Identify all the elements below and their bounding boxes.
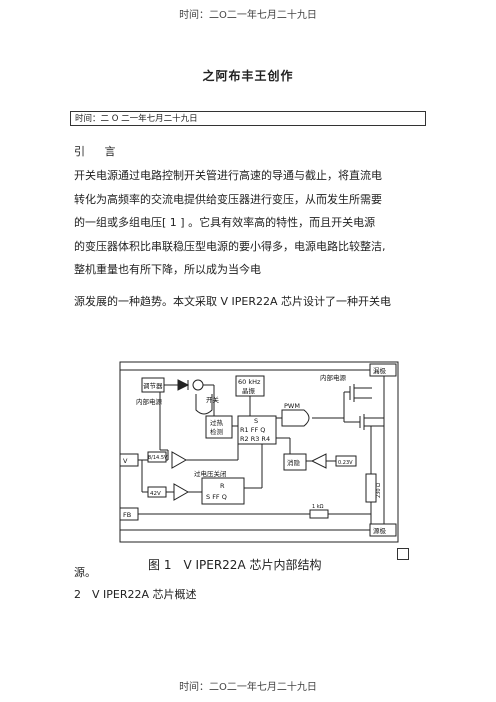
overheat-block: [205, 415, 233, 439]
internal-supply2-label: 内部电源: [136, 397, 163, 406]
intro-paragraph: 开关电源通过电路控制开关管进行高速的导通与截止，将直流电 转化为高频率的交流电提…: [74, 164, 430, 282]
ff-r2-label: R2 R3 R4: [240, 435, 270, 443]
uvlo-block: [147, 451, 167, 463]
paragraph-line: 开关电源通过电路控制开关管进行高速的导通与截止，将直流电: [74, 169, 382, 182]
regulator-label: 调节器: [143, 381, 163, 390]
figure-caption: 图 1 V IPER22A 芯片内部结构: [148, 558, 322, 572]
uvlo-comparator: [171, 451, 188, 469]
chip-outline: [119, 361, 399, 543]
r1k-label: 1 kΩ: [312, 504, 324, 510]
ff-s-label: S: [254, 417, 258, 425]
section-heading: 2 V IPER22A 芯片概述: [74, 588, 197, 601]
viper22a-block-diagram: 漏极 内部电源 开关 调节器 内部电源 60 kHz 晶振 过热 检测 S R1…: [119, 361, 399, 543]
v023-label: 0.23V: [338, 460, 353, 466]
osc2-label: 晶振: [242, 386, 256, 395]
uvlo-label: 8/14.5V: [148, 455, 168, 461]
page-footer: 时间：二O二一年七月二十九日: [179, 682, 317, 693]
vdd-label: V: [123, 457, 128, 465]
time-box: 时间：二 O 二一年七月二十九日: [70, 111, 426, 126]
pwm-gate: [281, 409, 310, 427]
osc-label: 60 kHz: [238, 378, 261, 386]
fb-pin: [119, 507, 139, 521]
author-line: 之阿布丰王创作: [202, 69, 294, 83]
paragraph-line: 的变压器体积比串联稳压型电源的要小得多，电源电路比较整洁,: [74, 239, 386, 253]
current-comparator: [310, 453, 327, 469]
page-header: 时间：二O二一年七月二十九日: [179, 10, 317, 21]
switch-label: 开关: [206, 395, 220, 404]
blank-label: 消隐: [287, 458, 301, 467]
ff-r-label: R1 FF Q: [240, 426, 265, 434]
overheat-label: 过热: [210, 418, 224, 427]
ovp-comparator: [173, 483, 190, 501]
v42-label: 42V: [150, 491, 161, 497]
ff2-r-label: R: [220, 482, 225, 490]
ff2-block: [201, 477, 245, 505]
internal-supply-label: 内部电源: [320, 373, 347, 382]
blank-block: [283, 453, 307, 471]
paragraph-line: 整机重量也有所下降，所以成为当今电: [74, 263, 261, 276]
corner-mark: [397, 548, 409, 560]
fb-label: FB: [123, 511, 131, 519]
drain-label: 漏极: [373, 366, 387, 375]
diode-symbol: [177, 379, 190, 391]
paragraph-2: 源发展的一种趋势。本文采取 V IPER22A 芯片设计了一种开关电: [74, 295, 392, 308]
overheat2-label: 检测: [210, 427, 224, 436]
paragraph-line: 转化为高频率的交流电提供给变压器进行变压，从而发生所需要: [74, 192, 382, 206]
r230-label: 230 Ω: [376, 483, 382, 498]
paragraph-line: 的一组或多组电压[ 1 ] 。它具有效率高的特性，而且开关电源: [74, 216, 376, 229]
pwm-label: PWM: [284, 402, 300, 410]
r1k-resistor: [309, 509, 329, 519]
source-label: 源极: [373, 526, 387, 535]
overvolt-label: 过电压关闭: [194, 469, 227, 478]
trailing-text: 源。: [74, 566, 96, 579]
r230-resistor: [365, 473, 377, 503]
current-source-symbol: [192, 379, 204, 391]
regulator-block: [141, 377, 165, 393]
switch-gate: [195, 394, 213, 415]
flipflop-block: [237, 415, 277, 445]
intro-heading: 引 言: [74, 145, 124, 158]
ff2-label: S FF Q: [206, 493, 227, 501]
